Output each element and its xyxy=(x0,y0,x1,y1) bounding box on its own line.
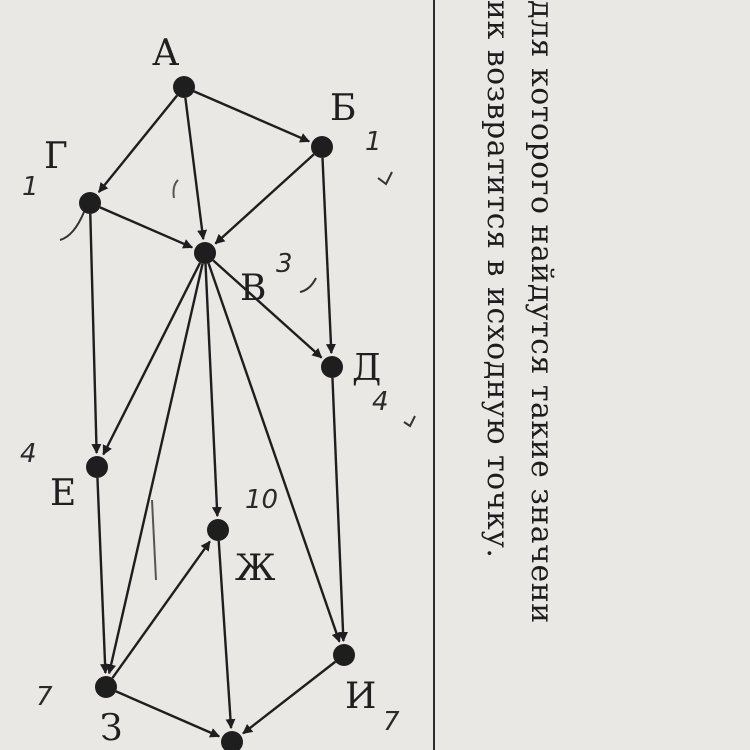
node-label-v: В xyxy=(240,268,266,309)
edge-b-v xyxy=(214,153,315,245)
mark-i: 7 xyxy=(383,707,400,737)
pencil-tick-4 xyxy=(403,415,416,428)
mark-zh: 10 xyxy=(245,485,278,515)
edge-a-g xyxy=(97,94,179,193)
pencil-dash xyxy=(151,499,157,581)
pencil-tick-2 xyxy=(59,211,85,241)
edge-v-e xyxy=(102,262,202,456)
node-k xyxy=(221,731,243,750)
text-line-2: ик возвратится в исходную точку. xyxy=(480,0,515,558)
node-label-d: Д xyxy=(352,348,381,389)
node-i xyxy=(333,644,355,666)
node-label-zh: Ж xyxy=(235,548,276,589)
edge-z-zh xyxy=(111,540,211,679)
node-label-a: А xyxy=(152,33,179,74)
node-label-b: Б xyxy=(330,88,356,129)
text-line-1: для которого найдутся такие значени xyxy=(524,0,559,624)
node-z xyxy=(95,676,117,698)
mark-b: 1 xyxy=(365,127,382,157)
edge-g-v xyxy=(99,206,194,249)
edge-e-z xyxy=(96,477,111,675)
mark-g: 1 xyxy=(22,172,39,202)
edge-z-k xyxy=(115,690,221,738)
mark-d: 4 xyxy=(372,387,389,417)
edge-a-b xyxy=(193,90,311,143)
node-e xyxy=(86,456,108,478)
edge-v-zh xyxy=(204,263,222,518)
pencil-curl xyxy=(172,179,179,199)
node-a xyxy=(173,76,195,98)
node-label-g: Г xyxy=(44,136,68,177)
node-label-e: Е xyxy=(50,473,76,514)
mark-v: 3 xyxy=(276,249,293,279)
edge-g-e xyxy=(89,213,102,455)
edge-b-d xyxy=(321,157,336,355)
edge-v-z xyxy=(106,263,204,675)
node-zh xyxy=(207,519,229,541)
edge-a-v xyxy=(184,97,208,241)
pencil-tick-3 xyxy=(299,277,317,293)
node-label-z: З xyxy=(100,708,122,749)
node-d xyxy=(321,356,343,378)
pencil-tick-1 xyxy=(377,171,393,186)
edges-layer xyxy=(89,90,349,738)
edge-v-i xyxy=(207,263,342,643)
mark-z: 7 xyxy=(36,682,53,712)
node-label-i: И xyxy=(345,676,376,717)
node-v xyxy=(194,242,216,264)
edge-i-k xyxy=(242,660,337,735)
edge-v-d xyxy=(212,259,323,359)
edge-zh-k xyxy=(217,540,236,730)
node-g xyxy=(79,192,101,214)
nodes-layer xyxy=(79,76,355,750)
mark-e: 4 xyxy=(20,439,37,469)
edge-d-i xyxy=(331,377,349,643)
node-b xyxy=(311,136,333,158)
